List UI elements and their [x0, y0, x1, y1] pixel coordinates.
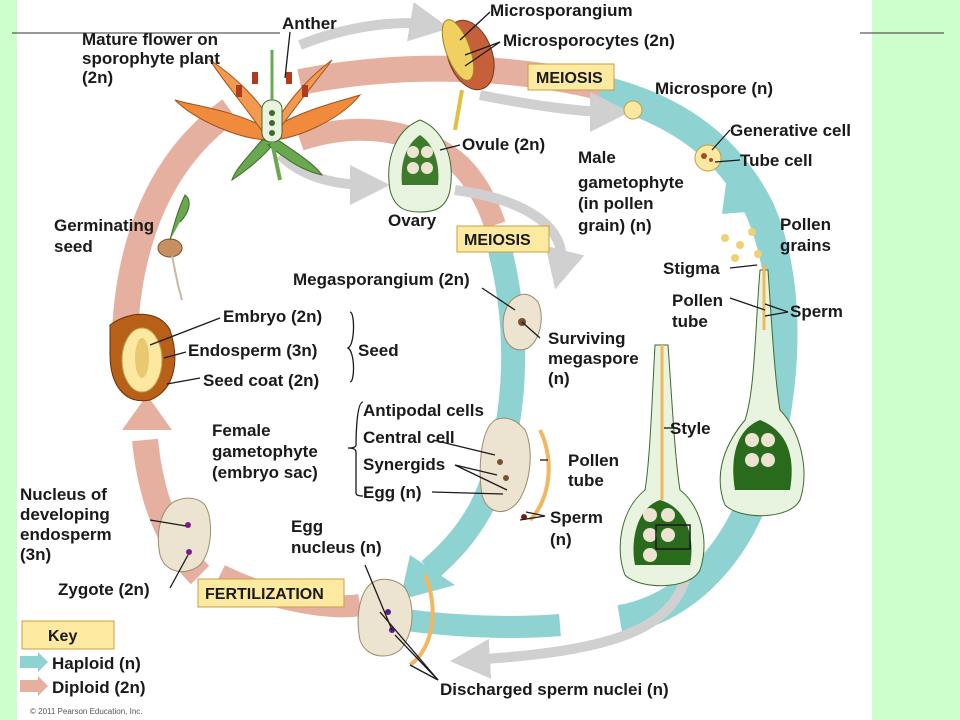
label-meiosis-mid: MEIOSIS [464, 232, 531, 249]
label-surviving-megaspore-2: megaspore [548, 349, 639, 368]
label-egg-nucleus-2: nucleus (n) [291, 538, 382, 557]
label-megasporangium: Megasporangium (2n) [293, 270, 470, 289]
label-female-gametophyte-1: Female [212, 421, 271, 440]
label-discharged-sperm: Discharged sperm nuclei (n) [440, 680, 669, 699]
label-male-gametophyte-2: gametophyte [578, 173, 684, 192]
label-nucleus-endosperm-4: (3n) [20, 545, 51, 564]
legend-diploid-label: Diploid (2n) [52, 678, 145, 697]
label-pollen-tube-right-2: tube [672, 312, 708, 331]
label-antipodal-cells: Antipodal cells [363, 401, 484, 420]
label-sperm-right: Sperm [790, 302, 843, 321]
label-tube-cell: Tube cell [740, 151, 812, 170]
microsporangium-illustration [441, 19, 495, 131]
label-stigma: Stigma [663, 259, 720, 278]
label-ovary: Ovary [388, 211, 437, 230]
label-pollen-tube-mid-2: tube [568, 471, 604, 490]
legend-diploid-swatch [20, 676, 48, 696]
label-egg: Egg (n) [363, 483, 422, 502]
developing-endosperm-ovule-illustration [157, 497, 212, 573]
label-generative-cell: Generative cell [730, 121, 851, 140]
meiosis-mid-box [456, 225, 550, 253]
label-nucleus-endosperm-3: endosperm [20, 525, 112, 544]
pollen-grain-illustration [694, 144, 722, 172]
microspore-illustration [623, 100, 643, 120]
legend-key-box [21, 620, 115, 650]
label-seed-coat: Seed coat (2n) [203, 371, 319, 390]
label-female-gametophyte-3: (embryo sac) [212, 463, 318, 482]
label-endosperm: Endosperm (3n) [188, 341, 317, 360]
leader-lines [149, 11, 789, 681]
legend-key-title: Key [48, 628, 77, 645]
label-pollen-grains-1: Pollen [780, 215, 831, 234]
label-germinating-seed-1: Germinating [54, 216, 154, 235]
label-nucleus-endosperm-2: developing [20, 505, 110, 524]
label-style: Style [670, 419, 711, 438]
label-pollen-grains-2: grains [780, 236, 831, 255]
germinating-seed-illustration [157, 194, 190, 301]
pollen-grains-dots [721, 228, 762, 262]
label-male-gametophyte-1: Male [578, 148, 616, 167]
label-female-gametophyte-2: gametophyte [212, 442, 318, 461]
fertilization-box [197, 578, 345, 608]
label-zygote: Zygote (2n) [58, 580, 150, 599]
label-ovule: Ovule (2n) [462, 135, 545, 154]
copyright: © 2011 Pearson Education, Inc. [30, 707, 142, 716]
style-ovary-illustration [619, 344, 705, 587]
female-gametophyte-illustration [479, 417, 551, 522]
label-seed: Seed [358, 341, 399, 360]
legend: Key Haploid (n) Diploid (2n) [20, 620, 145, 697]
seed-illustration [109, 313, 176, 402]
label-sperm-mid-1: Sperm [550, 508, 603, 527]
label-pollen-tube-right-1: Pollen [672, 291, 723, 310]
label-surviving-megaspore-1: Surviving [548, 329, 625, 348]
legend-haploid-swatch [20, 652, 48, 672]
ovary-illustration [388, 119, 452, 213]
label-male-gametophyte-3: (in pollen [578, 194, 654, 213]
mature-flower-illustration [174, 50, 362, 182]
label-anther: Anther [282, 14, 337, 33]
label-microspore: Microspore (n) [655, 79, 773, 98]
label-sperm-mid-2: (n) [550, 530, 572, 549]
label-pollen-tube-mid-1: Pollen [568, 451, 619, 470]
meiosis-top-box [527, 63, 615, 91]
label-nucleus-endosperm-1: Nucleus of [20, 485, 107, 504]
pistil-illustration [719, 265, 805, 517]
label-egg-nucleus-1: Egg [291, 517, 323, 536]
label-meiosis-top: MEIOSIS [536, 70, 603, 87]
label-mature-flower-1: Mature flower on [82, 30, 218, 49]
label-surviving-megaspore-3: (n) [548, 369, 570, 388]
label-synergids: Synergids [363, 455, 445, 474]
label-male-gametophyte-4: grain) (n) [578, 216, 652, 235]
label-fertilization: FERTILIZATION [205, 586, 324, 603]
label-mature-flower-3: (2n) [82, 68, 113, 87]
label-mature-flower-2: sporophyte plant [82, 49, 220, 68]
label-embryo: Embryo (2n) [223, 307, 322, 326]
legend-haploid-label: Haploid (n) [52, 654, 141, 673]
label-germinating-seed-2: seed [54, 237, 93, 256]
label-central-cell: Central cell [363, 428, 455, 447]
label-microsporangium: Microsporangium [490, 1, 633, 20]
label-microsporocytes: Microsporocytes (2n) [503, 31, 675, 50]
